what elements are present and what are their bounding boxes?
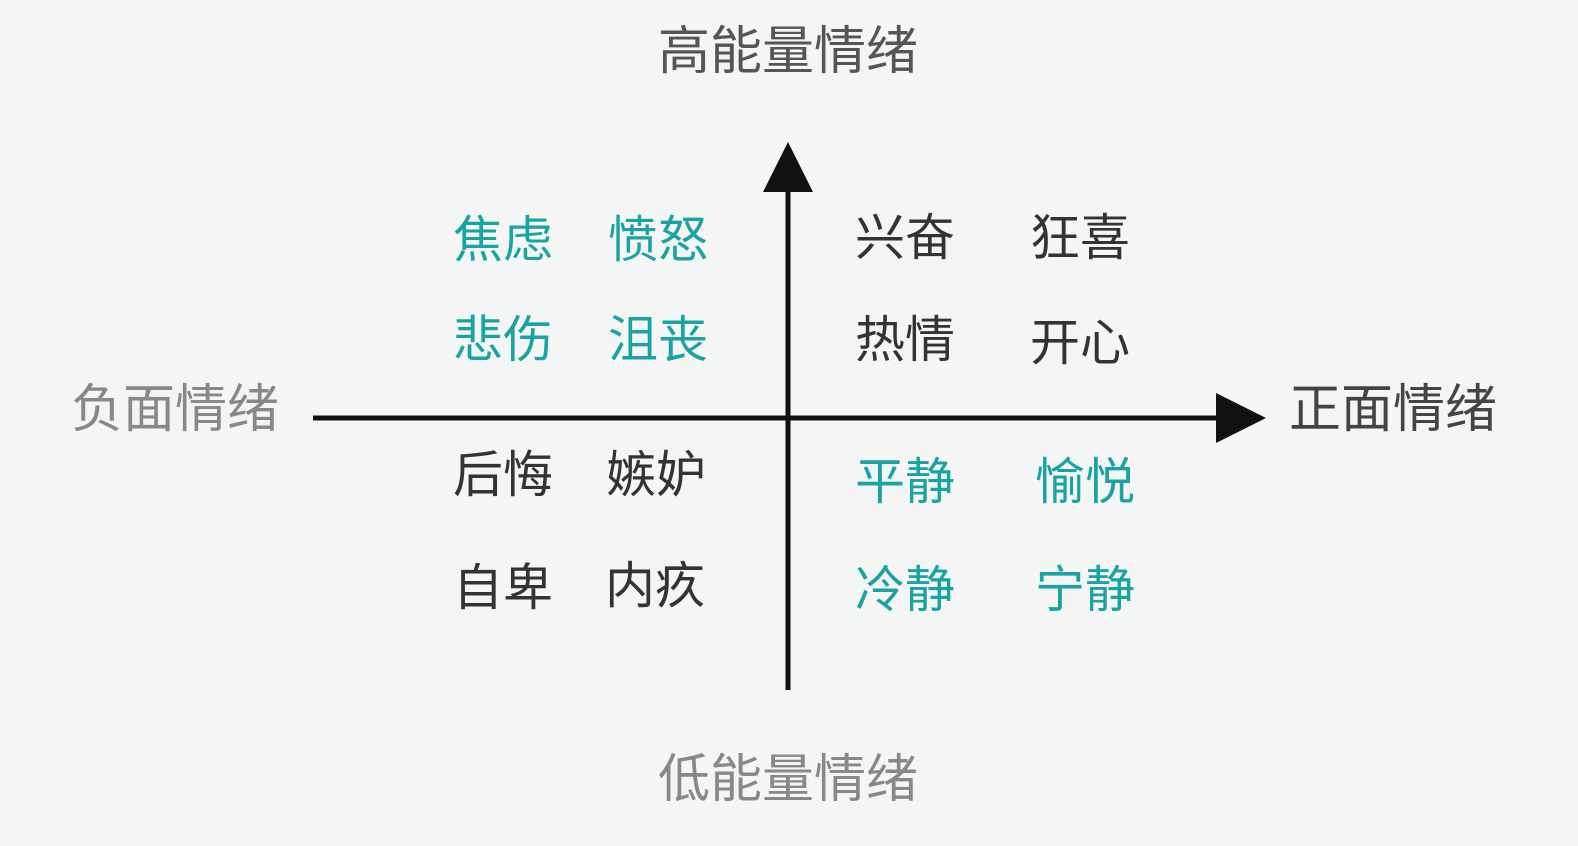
emotion-serenity: 宁静 (1035, 561, 1135, 619)
emotion-excitement: 兴奋 (855, 209, 955, 267)
emotion-guilt: 内疚 (605, 557, 705, 615)
emotion-happy: 开心 (1030, 314, 1130, 372)
emotion-sadness: 悲伤 (453, 311, 553, 369)
emotion-composure: 冷静 (855, 561, 955, 619)
emotion-ecstasy: 狂喜 (1030, 209, 1130, 267)
axis-label-right: 正面情绪 (1288, 380, 1498, 440)
emotion-anxiety: 焦虑 (453, 211, 553, 269)
emotion-inferiority: 自卑 (453, 559, 553, 617)
axis-label-left: 负面情绪 (70, 380, 280, 440)
emotion-frustration: 沮丧 (608, 311, 708, 369)
emotion-anger: 愤怒 (608, 211, 708, 269)
emotion-pleasure: 愉悦 (1035, 453, 1135, 511)
emotion-calm: 平静 (855, 453, 955, 511)
axis-label-bottom: 低能量情绪 (657, 750, 919, 810)
emotion-passion: 热情 (855, 311, 955, 369)
emotion-regret: 后悔 (453, 446, 553, 504)
emotion-jealousy: 嫉妒 (606, 446, 706, 504)
axis-label-top: 高能量情绪 (657, 22, 919, 82)
